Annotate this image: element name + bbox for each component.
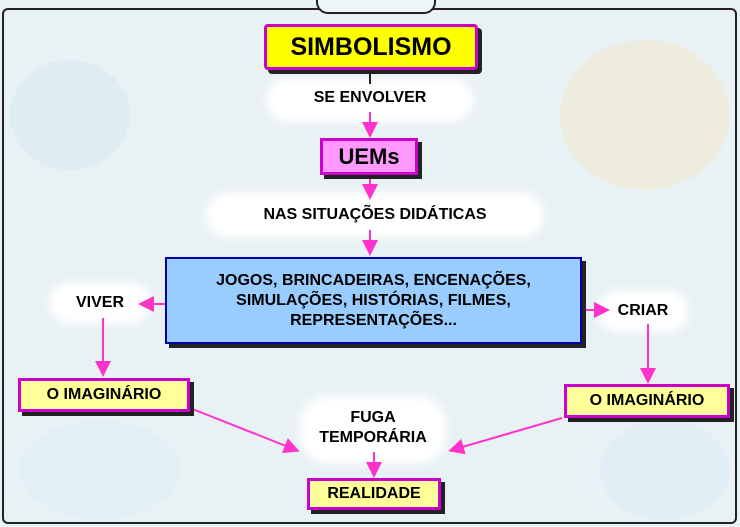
cloud-backdrop bbox=[212, 198, 538, 232]
imaginario-left-text: O IMAGINÁRIO bbox=[46, 386, 162, 403]
cloud-backdrop bbox=[603, 296, 683, 326]
label-criar: CRIAR bbox=[617, 302, 669, 319]
subject-box: UEMs bbox=[320, 138, 418, 175]
realidade-text: REALIDADE bbox=[327, 485, 421, 502]
fuga-line-2: TEMPORÁRIA bbox=[319, 429, 427, 446]
cloud-backdrop bbox=[272, 84, 468, 116]
imaginario-right-text: O IMAGINÁRIO bbox=[589, 392, 705, 409]
subject-text: UEMs bbox=[338, 143, 400, 169]
activities-line-1: JOGOS, BRINCADEIRAS, ENCENAÇÕES, bbox=[216, 271, 531, 289]
label-fuga-temporaria: FUGA TEMPORÁRIA bbox=[306, 408, 440, 448]
activities-line-3: REPRESENTAÇÕES... bbox=[290, 311, 457, 329]
realidade-box: REALIDADE bbox=[307, 478, 441, 510]
background-blob bbox=[20, 420, 180, 520]
background-blob bbox=[560, 40, 730, 190]
imaginario-left-box: O IMAGINÁRIO bbox=[18, 378, 190, 412]
label-se-envolver: SE ENVOLVER bbox=[313, 89, 427, 106]
title-box: SIMBOLISMO bbox=[264, 24, 478, 70]
activities-box: JOGOS, BRINCADEIRAS, ENCENAÇÕES, SIMULAÇ… bbox=[165, 257, 582, 344]
fuga-line-1: FUGA bbox=[350, 409, 396, 426]
label-situacoes: NAS SITUAÇÕES DIDÁTICAS bbox=[263, 206, 487, 223]
title-text: SIMBOLISMO bbox=[290, 32, 452, 61]
arrow-imaginario-left-to-fuga bbox=[189, 407, 300, 454]
cloud-backdrop bbox=[55, 288, 145, 318]
arrow-imaginario-right-to-fuga bbox=[448, 417, 563, 455]
label-viver: VIVER bbox=[75, 294, 124, 311]
activities-line-2: SIMULAÇÕES, HISTÓRIAS, FILMES, bbox=[236, 291, 511, 309]
imaginario-right-box: O IMAGINÁRIO bbox=[564, 384, 730, 418]
background-blob bbox=[600, 420, 730, 520]
background-blob bbox=[10, 60, 130, 170]
cloud-backdrop bbox=[306, 402, 440, 458]
